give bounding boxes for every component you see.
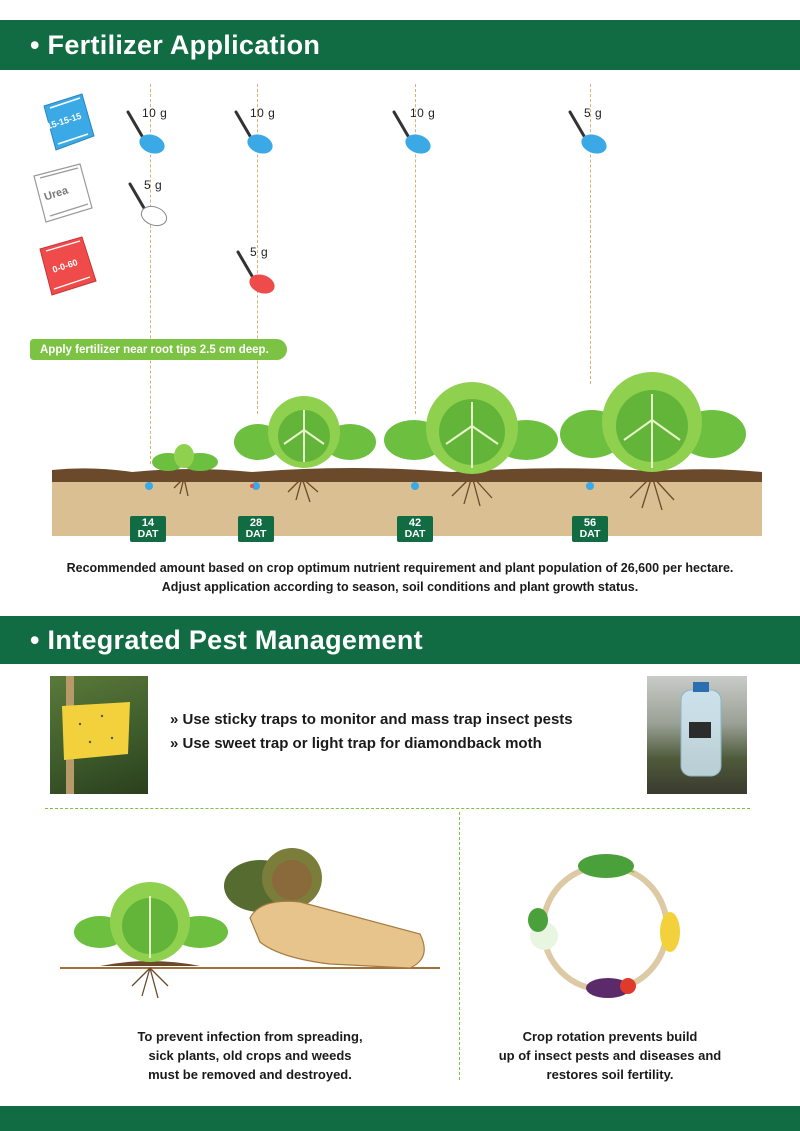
ipm-bullet: » Use sweet trap or light trap for diamo… [170, 735, 542, 752]
dose-potash-28: 5 g [250, 245, 269, 259]
dat-tag-28: 28 DAT [238, 516, 274, 542]
dose-npk-56: 5 g [584, 106, 603, 120]
sanitation-text: To prevent infection from spreading, sic… [137, 1029, 363, 1082]
dose-npk-14: 10 g [142, 106, 168, 120]
section-header-fertilizer: • Fertilizer Application [0, 20, 800, 70]
section-header-ipm: • Integrated Pest Management [0, 616, 800, 664]
section-divider [45, 808, 750, 809]
potash-bag-icon: 0-0-60 [36, 235, 97, 301]
application-guide-line [590, 84, 591, 384]
dose-npk-28: 10 g [250, 106, 276, 120]
scoop-blue-icon [390, 108, 440, 161]
footer-bar [0, 1106, 800, 1131]
dose-npk-42: 10 g [410, 106, 436, 120]
dose-urea-14: 5 g [144, 178, 163, 192]
scoop-red-icon [234, 248, 284, 301]
sick-plant-removal-illustration [60, 838, 440, 1013]
application-guide-line [257, 84, 258, 414]
crop-growth-illustration [52, 370, 762, 545]
urea-bag-icon: Urea [28, 160, 93, 226]
crop-rotation-diagram [510, 840, 700, 1015]
dat-tag-42: 42 DAT [397, 516, 433, 542]
application-guide-line [415, 84, 416, 414]
sticky-trap-photo [50, 676, 148, 794]
column-divider [459, 812, 460, 1080]
rotation-text: Crop rotation prevents build up of insec… [498, 1029, 722, 1082]
scoop-white-icon [126, 180, 176, 233]
fertilizer-caption-line1: Recommended amount based on crop optimum… [66, 561, 734, 575]
dat-tag-56: 56 DAT [572, 516, 608, 542]
scoop-blue-icon [124, 108, 174, 161]
scoop-blue-icon [566, 108, 616, 161]
ipm-bullet: » Use sticky traps to monitor and mass t… [170, 711, 573, 728]
scoop-blue-icon [232, 108, 282, 161]
bottle-trap-photo [647, 676, 747, 794]
dat-tag-14: 14 DAT [130, 516, 166, 542]
npk-bag-icon: 15-15-15 [38, 92, 98, 158]
application-note: Apply fertilizer near root tips 2.5 cm d… [30, 339, 287, 360]
application-guide-line [150, 84, 151, 464]
section-title: • Fertilizer Application [30, 29, 321, 60]
section-title: • Integrated Pest Management [30, 624, 423, 655]
fertilizer-caption-line2: Adjust application according to season, … [161, 580, 639, 594]
